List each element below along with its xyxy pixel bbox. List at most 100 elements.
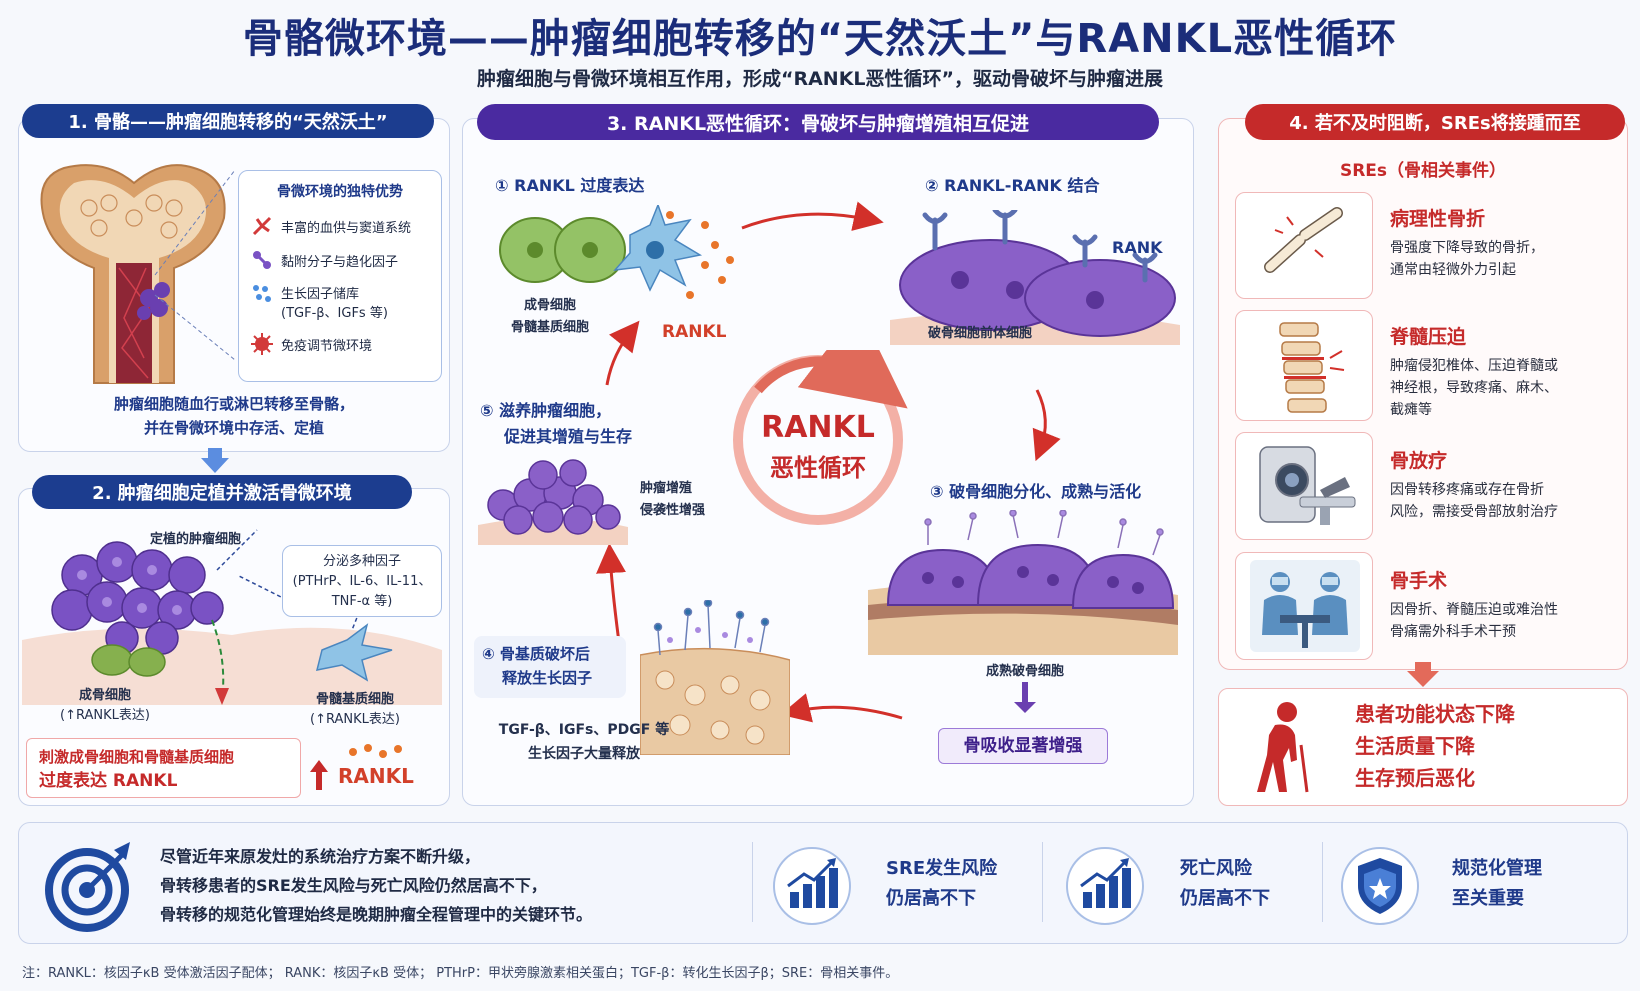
radiotherapy-machine-icon bbox=[1259, 446, 1356, 525]
step-line: ⑤ 滋养肿瘤细胞， bbox=[480, 401, 612, 420]
divider bbox=[752, 842, 753, 922]
advantage-immune: 免疫调节微环境 bbox=[251, 333, 429, 355]
sre-desc: 骨强度下降导致的骨折， bbox=[1390, 240, 1544, 256]
sre-desc: 骨痛需外科手术干预 bbox=[1390, 624, 1516, 640]
stat-line: 至关重要 bbox=[1452, 888, 1524, 909]
down-arrow-sres bbox=[1407, 662, 1439, 687]
step2-label: ② RANKL-RANK 结合 bbox=[925, 176, 1100, 195]
step1-cells bbox=[499, 205, 734, 299]
sre-surgery-text: 骨手术 因骨折、脊髓压迫或难治性 骨痛需外科手术干预 bbox=[1390, 566, 1558, 643]
step-line: 促进其增殖与生存 bbox=[504, 427, 633, 446]
label-text: 成骨细胞 bbox=[78, 688, 131, 703]
step4-label: ④ 骨基质破坏后 释放生长因子 bbox=[474, 636, 626, 698]
panel1-header: 1. 骨骼——肿瘤细胞转移的“天然沃土” bbox=[22, 104, 434, 138]
bottom-line: 骨转移患者的SRE发生风险与死亡风险仍然居高不下， bbox=[160, 876, 547, 895]
step4-bone-matrix bbox=[640, 600, 790, 755]
advantages-title: 骨微环境的独特优势 bbox=[277, 184, 403, 200]
advantage-label: 丰富的血供与窦道系统 bbox=[281, 220, 412, 236]
panel2-header: 2. 肿瘤细胞定植并激活骨微环境 bbox=[32, 475, 412, 509]
trend-chart-icon bbox=[1066, 847, 1144, 925]
stromal-label: 骨髓基质细胞 (↑RANKL表达) bbox=[290, 690, 420, 730]
factor-line: 分泌多种因子 bbox=[322, 554, 401, 569]
label-sub: (↑RANKL表达) bbox=[310, 712, 400, 727]
sre-title: 病理性骨折 bbox=[1390, 208, 1486, 230]
advantage-label-sub: (TGF-β、IGFs 等) bbox=[281, 306, 388, 321]
factors-box: 分泌多种因子 (PTHrP、IL-6、IL-11、 TNF-α 等) bbox=[282, 545, 442, 617]
rankl-label: RANKL bbox=[338, 764, 414, 788]
step-line: ④ 骨基质破坏后 bbox=[482, 645, 590, 663]
sre-title: 骨手术 bbox=[1390, 570, 1448, 592]
molecule-icon bbox=[253, 251, 271, 269]
stimulate-box: 刺激成骨细胞和骨髓基质细胞 过度表达 RANKL bbox=[26, 738, 301, 798]
elderly-person-icon bbox=[1257, 702, 1309, 793]
stimulate-line: 刺激成骨细胞和骨髓基质细胞 bbox=[39, 748, 235, 766]
broken-bone-icon bbox=[1264, 207, 1343, 273]
advantage-label: 生长因子储库 bbox=[281, 287, 360, 302]
spine-icon bbox=[1279, 322, 1345, 413]
bottom-line: 尽管近年来原发灶的系统治疗方案不断升级， bbox=[160, 847, 481, 866]
step5-label: ⑤ 滋养肿瘤细胞， 促进其增殖与生存 bbox=[480, 398, 632, 450]
step-line: 释放生长因子 bbox=[502, 669, 593, 687]
desc-line: 侵袭性增强 bbox=[640, 503, 706, 518]
up-arrow-icon bbox=[310, 760, 328, 790]
sre-card-fracture bbox=[1235, 192, 1373, 299]
target-icon bbox=[45, 842, 130, 932]
bone-illustration bbox=[40, 164, 226, 384]
shield-icon bbox=[1341, 847, 1419, 925]
step4-desc: TGF-β、IGFs、PDGF 等 生长因子大量释放 bbox=[474, 718, 694, 766]
sre-fracture-text: 病理性骨折 骨强度下降导致的骨折， 通常由轻微外力引起 bbox=[1390, 204, 1544, 281]
center-label-1: RANKL bbox=[761, 410, 875, 445]
panel4-header: 4. 若不及时阻断，SREs将接踵而至 bbox=[1245, 104, 1625, 140]
tumor-label: 定植的肿瘤细胞 bbox=[150, 532, 242, 547]
label-line: 成骨细胞 bbox=[523, 298, 576, 313]
stat-line: 规范化管理 bbox=[1452, 858, 1542, 879]
stat-death-risk: 死亡风险 仍居高不下 bbox=[1180, 854, 1270, 914]
outcome-line: 患者功能状态下降 bbox=[1355, 702, 1515, 726]
surgery-icon bbox=[1250, 560, 1360, 652]
step2-cells bbox=[890, 210, 1180, 345]
sre-desc: 截瘫等 bbox=[1390, 402, 1432, 418]
immune-cell-icon bbox=[251, 333, 273, 355]
step1-cells-label: 成骨细胞 骨髓基质细胞 bbox=[495, 295, 605, 339]
sre-title: 骨放疗 bbox=[1390, 450, 1448, 472]
step1-rankl: RANKL bbox=[662, 322, 727, 342]
dots-icon bbox=[253, 285, 271, 302]
advantage-blood-supply: 丰富的血供与窦道系统 bbox=[251, 215, 429, 237]
step2-cells-label: 破骨细胞前体细胞 bbox=[927, 326, 1032, 341]
outcome-text: 患者功能状态下降 生活质量下降 生存预后恶化 bbox=[1355, 698, 1515, 794]
stat-management: 规范化管理 至关重要 bbox=[1452, 854, 1542, 914]
desc-line: TGF-β、IGFs、PDGF 等 bbox=[498, 722, 670, 738]
panel3-header: 3. RANKL恶性循环：骨破坏与肿瘤增殖相互促进 bbox=[477, 104, 1159, 140]
step3-down-arrow bbox=[1014, 682, 1036, 713]
step3-cells-label: 成熟破骨细胞 bbox=[985, 664, 1064, 679]
bottom-text: 尽管近年来原发灶的系统治疗方案不断升级， 骨转移患者的SRE发生风险与死亡风险仍… bbox=[160, 842, 592, 929]
divider bbox=[1042, 842, 1043, 922]
stat-line: 仍居高不下 bbox=[1180, 888, 1270, 909]
factor-line: (PTHrP、IL-6、IL-11、 bbox=[292, 574, 432, 589]
page-title: 骨骼微环境——肿瘤细胞转移的“天然沃土”与RANKL恶性循环 bbox=[242, 16, 1398, 62]
step3-osteoclasts bbox=[868, 510, 1178, 655]
divider bbox=[1322, 842, 1323, 922]
outcome-line: 生存预后恶化 bbox=[1355, 766, 1475, 790]
label-sub: (↑RANKL表达) bbox=[60, 708, 150, 723]
stat-line: 仍居高不下 bbox=[886, 888, 976, 909]
outcome-line: 生活质量下降 bbox=[1355, 734, 1475, 758]
zoom-lines bbox=[154, 169, 236, 361]
footnote: 注：RANKL：核因子κB 受体激活因子配体； RANK：核因子κB 受体； P… bbox=[22, 966, 899, 981]
sre-radiotherapy-text: 骨放疗 因骨转移疼痛或存在骨折 风险，需接受骨部放射治疗 bbox=[1390, 446, 1558, 523]
caption-line: 并在骨微环境中存活、定植 bbox=[143, 419, 324, 437]
panel1-caption: 肿瘤细胞随血行或淋巴转移至骨骼， 并在骨微环境中存活、定植 bbox=[24, 392, 444, 440]
stat-line: SRE发生风险 bbox=[886, 858, 998, 879]
center-label-2: 恶性循环 bbox=[770, 454, 866, 482]
stimulate-line: 过度表达 RANKL bbox=[39, 771, 178, 791]
sre-desc: 因骨转移疼痛或存在骨折 bbox=[1390, 482, 1544, 498]
sre-desc: 因骨折、脊髓压迫或难治性 bbox=[1390, 602, 1558, 618]
step3-result: 骨吸收显著增强 bbox=[938, 728, 1108, 764]
tumor-cells-illustration bbox=[22, 529, 442, 705]
sre-desc: 通常由轻微外力引起 bbox=[1390, 262, 1516, 278]
stat-line: 死亡风险 bbox=[1180, 858, 1252, 879]
center-cycle-ring bbox=[733, 350, 908, 525]
label-text: 骨髓基质细胞 bbox=[315, 692, 394, 707]
label-line: 骨髓基质细胞 bbox=[510, 320, 589, 335]
stat-sre-risk: SRE发生风险 仍居高不下 bbox=[886, 854, 997, 914]
